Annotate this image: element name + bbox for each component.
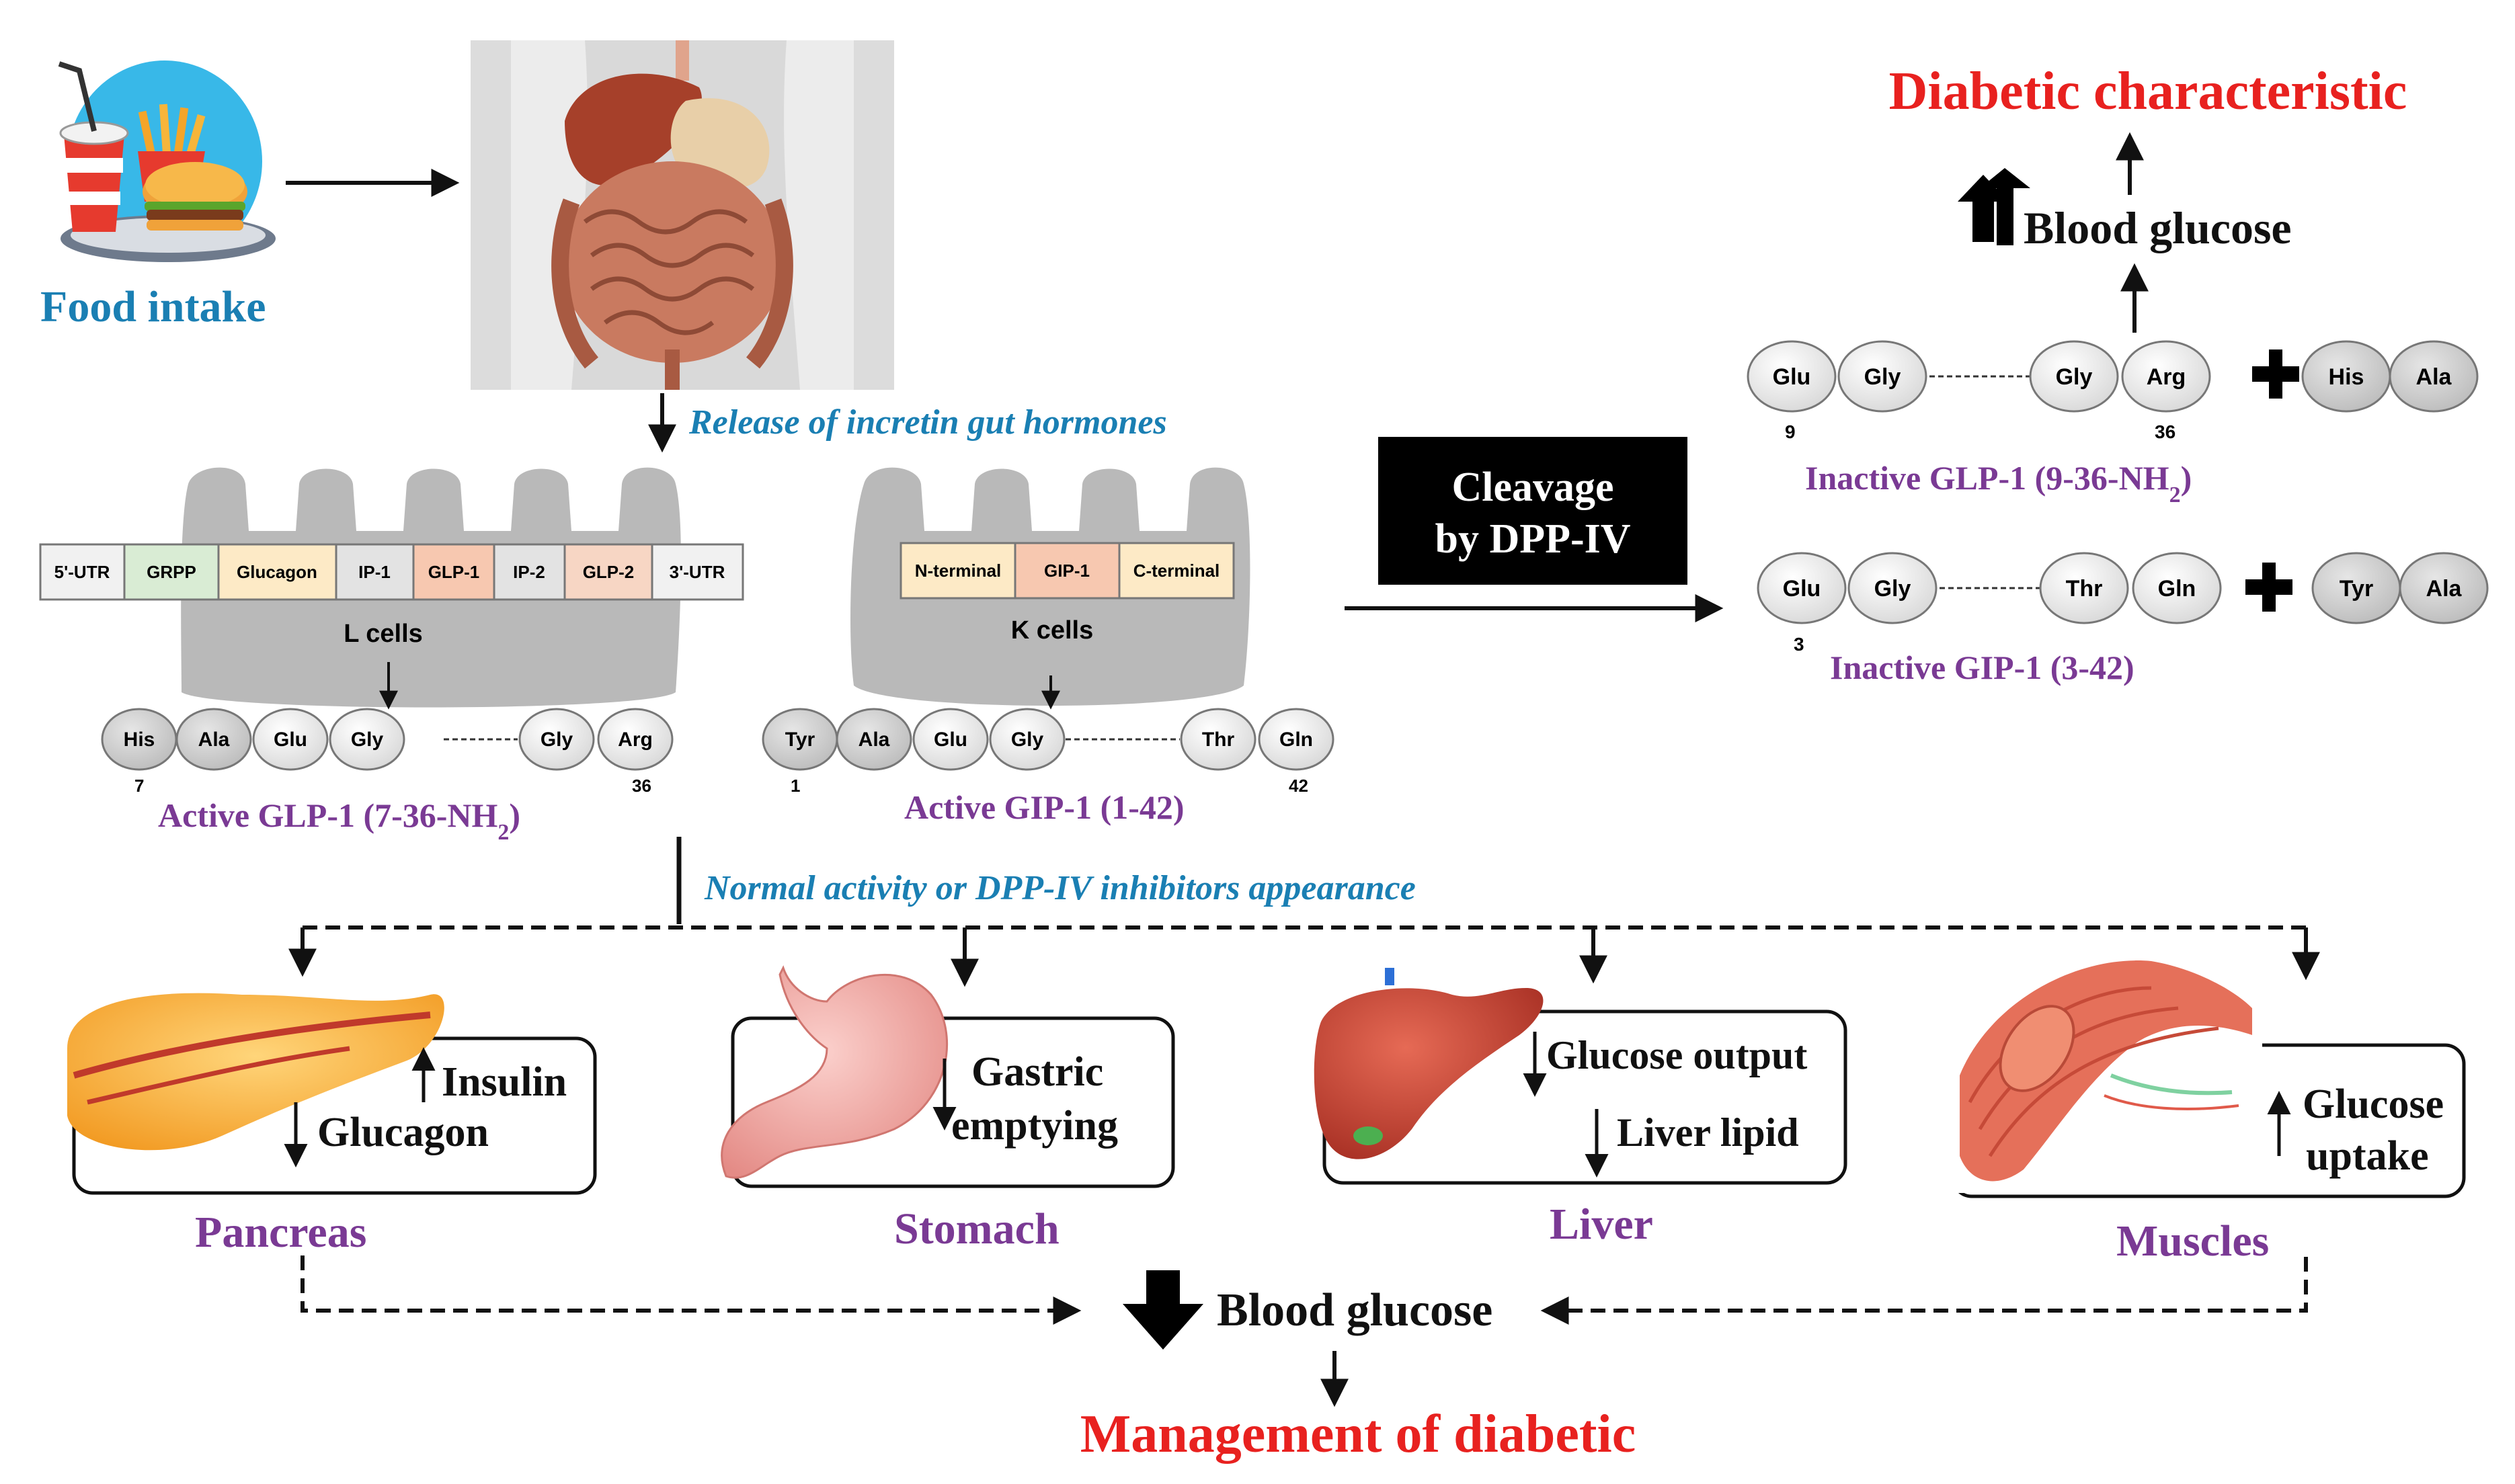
up-thick-arrow-icon	[1958, 175, 2009, 242]
amino-acid: Ala	[198, 729, 230, 751]
gip1-active-chain	[762, 708, 1334, 771]
gene-segment: C-terminal	[1133, 561, 1220, 581]
position-number: 42	[1289, 776, 1308, 796]
gip1-inactive-chain	[1757, 552, 2489, 624]
amino-acid: Tyr	[785, 729, 815, 751]
gene-segment: 5'-UTR	[54, 562, 110, 582]
diabetic-characteristic-label: Diabetic characteristic	[1889, 62, 2407, 121]
position-number: 7	[134, 776, 144, 796]
gene-segment: Glucagon	[237, 562, 317, 582]
amino-acid: Gly	[1864, 364, 1901, 390]
glp1-active-chain	[101, 708, 674, 771]
position-number: 9	[1785, 421, 1796, 442]
liver-lipid-label: Liver lipid	[1617, 1110, 1799, 1155]
gene-segment: GRPP	[147, 562, 196, 582]
gastric-label: Gastric	[971, 1049, 1103, 1095]
position-number: 36	[2155, 421, 2175, 442]
amino-acid: Glu	[1773, 364, 1811, 390]
cleavage-box	[1378, 437, 1687, 585]
position-number: 1	[791, 776, 800, 796]
stomach-label: Stomach	[894, 1204, 1060, 1253]
amino-acid: Thr	[2066, 576, 2103, 602]
amino-acid: Gly	[351, 729, 384, 751]
liver-image	[1314, 968, 1544, 1159]
l-cells-gene-bar	[39, 543, 744, 601]
position-number: 3	[1794, 634, 1804, 655]
amino-acid: Arg	[2147, 364, 2186, 390]
amino-acid: Glu	[274, 729, 307, 751]
management-label: Management of diabetic	[1080, 1405, 1636, 1464]
gene-segment: N-terminal	[915, 561, 1002, 581]
k-cells-label: K cells	[1011, 616, 1094, 645]
active-glp1-label: Active GLP-1 (7-36-NH2)	[158, 796, 520, 845]
glucagon-label: Glucagon	[317, 1110, 489, 1155]
amino-acid: Gly	[1011, 729, 1044, 751]
amino-acid: Gly	[541, 729, 573, 751]
gene-segment: 3'-UTR	[670, 562, 725, 582]
amino-acid: Thr	[1202, 729, 1235, 751]
active-gip1-label: Active GIP-1 (1-42)	[904, 788, 1185, 826]
gene-segment: GLP-2	[583, 562, 635, 582]
blood-glucose-bottom-label: Blood glucose	[1217, 1284, 1492, 1336]
liver-label: Liver	[1550, 1200, 1653, 1249]
fast-food-icon	[58, 60, 276, 262]
gene-segment: IP-2	[513, 562, 545, 582]
gene-segment: IP-1	[358, 562, 391, 582]
down-thick-arrow-icon	[1123, 1270, 1203, 1350]
position-number: 36	[632, 776, 651, 796]
normal-activity-label: Normal activity or DPP-IV inhibitors app…	[704, 869, 1416, 907]
pancreas-image	[67, 993, 444, 1151]
amino-acid: Arg	[618, 729, 653, 751]
amino-acid: Tyr	[2340, 576, 2373, 602]
amino-acid: Gln	[1279, 729, 1313, 751]
cleavage-label-line2: by DPP-IV	[1435, 516, 1630, 562]
amino-acid: Ala	[2426, 576, 2463, 602]
gene-segment: GIP-1	[1044, 561, 1090, 581]
food-intake-label: Food intake	[40, 282, 266, 331]
pancreas-label: Pancreas	[195, 1208, 366, 1257]
glp1-inactive-chain	[1747, 340, 2479, 413]
k-cells-shape	[850, 467, 1250, 706]
amino-acid: Ala	[2416, 364, 2452, 390]
inactive-glp1-label: Inactive GLP-1 (9-36-NH2)	[1805, 459, 2192, 507]
blood-glucose-top-label: Blood glucose	[2024, 202, 2292, 253]
emptying-label: emptying	[951, 1103, 1118, 1149]
glucose-label: Glucose	[2303, 1081, 2444, 1127]
digestive-system-image	[471, 40, 894, 390]
cleavage-label-line1: Cleavage	[1451, 464, 1613, 510]
insulin-label: Insulin	[442, 1059, 567, 1105]
amino-acid: Glu	[934, 729, 967, 751]
amino-acid: Gly	[2056, 364, 2093, 390]
muscles-label: Muscles	[2116, 1217, 2269, 1266]
glucose-output-label: Glucose output	[1546, 1033, 1807, 1077]
muscles-image	[1943, 941, 2262, 1193]
amino-acid: Glu	[1783, 576, 1821, 602]
amino-acid: His	[2329, 364, 2364, 390]
stomach-effect-box	[731, 1016, 1175, 1188]
amino-acid: Gln	[2158, 576, 2196, 602]
amino-acid: His	[124, 729, 155, 751]
inactive-gip1-label: Inactive GIP-1 (3-42)	[1830, 649, 2134, 686]
amino-acid: Ala	[859, 729, 890, 751]
l-cells-label: L cells	[344, 620, 423, 648]
stomach-image	[721, 965, 949, 1179]
pancreas-to-glucose-line	[301, 1255, 1082, 1325]
uptake-label: uptake	[2306, 1133, 2429, 1179]
gene-segment: GLP-1	[428, 562, 480, 582]
amino-acid: Gly	[1874, 576, 1911, 602]
release-label: Release of incretin gut hormones	[688, 403, 1167, 442]
muscles-to-glucose-line	[1540, 1257, 2308, 1325]
